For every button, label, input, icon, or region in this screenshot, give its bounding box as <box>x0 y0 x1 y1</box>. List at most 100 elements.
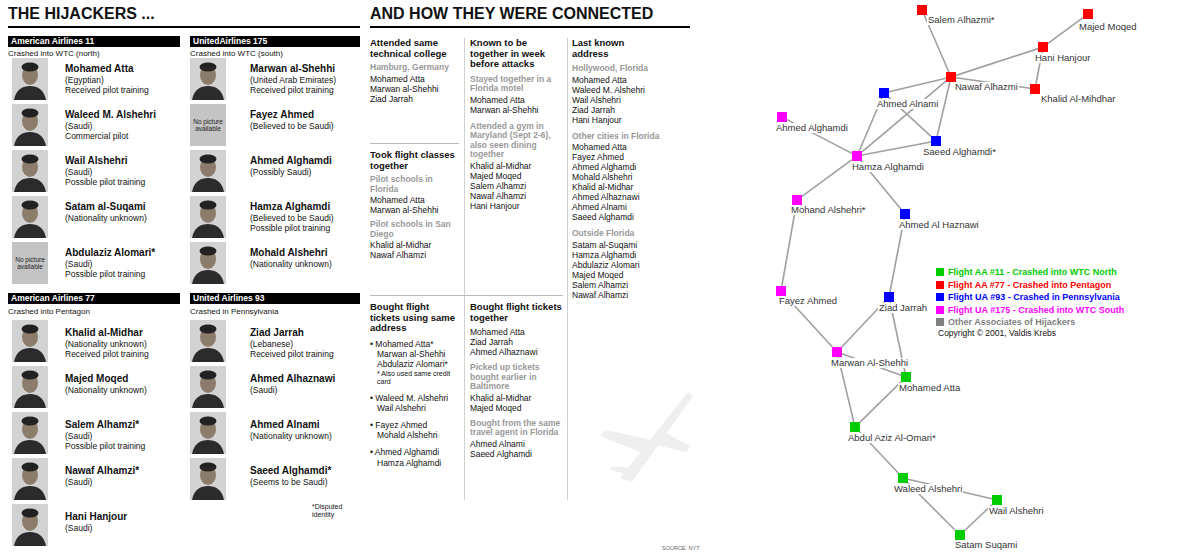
column-subheading: Other cities in Florida <box>572 132 660 142</box>
flight-name: American Airlines 77 <box>11 294 177 303</box>
association-link <box>860 382 901 422</box>
hijacker-detail: (Saudi) <box>65 431 177 441</box>
hijacker-name: Hani Hanjour <box>1034 53 1091 63</box>
hijacker-name: Abdul Aziz Al-Omari* <box>847 433 937 443</box>
hijacker-name: Ahmed Alnami <box>250 419 362 431</box>
hijacker-name: Saeed Alghamdi* <box>250 465 362 477</box>
hijacker-name: Salem Alhamzi* <box>65 419 177 431</box>
name-list-item: Mohald Alshehri <box>370 430 460 440</box>
hijacker-name: Hamza Alghamdi <box>250 201 362 213</box>
graphic-title: THE HIJACKERS ... <box>8 5 155 23</box>
hijacker-name: Majed Moqed <box>65 373 177 385</box>
text-column: Known to be together in week before atta… <box>470 38 562 211</box>
text-column: Copyright © 2001, Valdis Krebs <box>938 328 1178 338</box>
text-column: Bought flight tickets togetherMohamed At… <box>470 302 562 459</box>
text-column: Attended same technical collegeHamburg, … <box>370 38 460 104</box>
flight-band: UnitedAirlines 175 <box>190 36 360 47</box>
section-rule <box>370 143 459 144</box>
placeholder-text: No picture available <box>13 256 47 270</box>
hijacker-name: Ahmed Alhaznawi <box>250 373 362 385</box>
flight-outcome: Crashed into Pentagon <box>8 307 180 316</box>
column-subheading: Picked up tickets bought earlier in Balt… <box>470 363 562 392</box>
portrait-photo <box>12 104 48 146</box>
name-list-item: Mohamed Atta <box>370 195 460 205</box>
hijacker-detail: (Believed to be Saudi) <box>250 213 362 223</box>
hijacker-detail: (Saudi) <box>250 385 362 395</box>
name-list-item: Saeed Alghamdi <box>470 449 562 459</box>
name-list-item: • Mohamed Atta* <box>370 339 460 349</box>
text-column: Waleed M. Alshehri(Saudi)Commercial pilo… <box>65 109 177 141</box>
name-list-item: Khalid al-Midhar <box>470 161 562 171</box>
no-picture-box: No picture available <box>190 104 226 146</box>
hijacker-node: Ahmed Alghamdi <box>777 112 787 122</box>
hijacker-name: Salem Alhazmi* <box>927 15 996 25</box>
hijacker-detail: Received pilot training <box>65 349 177 359</box>
portrait-photo <box>12 196 48 238</box>
text-column: Fayez Ahmed(Believed to be Saudi) <box>250 109 362 131</box>
text-column: Wail Alshehri(Saudi)Possible pilot train… <box>65 155 177 187</box>
text-column: SOURCE: NYT <box>662 545 692 551</box>
flight-outcome: Crashed into WTC (north) <box>8 49 180 58</box>
source-note: SOURCE: NYT <box>662 545 692 551</box>
text-column: Saeed Alghamdi*(Seems to be Saudi) <box>250 465 362 487</box>
column-subheading: Stayed together in a Florida motel <box>470 75 562 94</box>
hijacker-detail: (Saudi) <box>65 523 177 533</box>
column-heading: Last known address <box>572 38 660 59</box>
hijacker-node: Ziad Jarrah <box>884 292 894 302</box>
hijacker-node: Waleed Alshehri <box>898 473 908 483</box>
hijacker-detail: (Believed to be Saudi) <box>250 121 362 131</box>
flight-name: American Airlines 11 <box>11 37 177 46</box>
association-link <box>782 205 796 286</box>
portrait-photo <box>12 458 48 500</box>
legend-row: Flight AA #11 - Crashed into WTC North <box>936 261 1124 274</box>
name-list-item: Salem Alhamzi <box>470 181 562 191</box>
hijacker-node: Nawaf Alhazmi <box>946 72 956 82</box>
portrait-photo <box>190 150 226 192</box>
hijacker-name: Marwan Al-Shehhi <box>830 358 909 368</box>
hijacker-name: Mohand Alshehri* <box>790 205 866 215</box>
name-list-item: Wail Alshehri <box>572 95 660 105</box>
hijacker-name: Satam al-Suqami <box>65 201 177 213</box>
text-column: Nawaf Alhamzi*(Saudi) <box>65 465 177 487</box>
name-list-item: Marwan al-Shehhi <box>370 205 460 215</box>
legend-swatch <box>936 306 944 314</box>
legend-swatch <box>936 293 944 301</box>
column-heading: Known to be together in week before atta… <box>470 38 562 70</box>
hijacker-detail: (Egyptian) <box>65 75 177 85</box>
name-list-item: Abdulaziz Alomari* <box>370 359 460 369</box>
flight-band: American Airlines 77 <box>8 293 180 304</box>
hijacker-node: Fayez Ahmed <box>776 286 786 296</box>
hijacker-name: Hani Hanjour <box>65 511 177 523</box>
name-list-item: Nawaf Alhamzi <box>470 191 562 201</box>
hijacker-name: Nawaf Alhamzi* <box>65 465 177 477</box>
footnote: *Disputed identity <box>312 503 362 520</box>
hijacker-detail: (Nationality unknown) <box>65 339 177 349</box>
column-subheading: Bought from the same travel agent in Flo… <box>470 419 562 438</box>
column-subheading: Pilot schools in Florida <box>370 175 460 194</box>
portrait-photo <box>12 58 48 100</box>
plane-watermark <box>600 392 693 482</box>
name-list-item: Nawaf Alhamzi <box>572 290 660 300</box>
graphic-heading: AND HOW THEY WERE CONNECTED <box>370 5 700 23</box>
text-column: Marwan al-Shehhi(United Arab Emirates)Re… <box>250 63 362 95</box>
text-column: Crashed into WTC (north) <box>8 49 180 58</box>
text-column: Ziad Jarrah(Lebanese)Received pilot trai… <box>250 327 362 359</box>
hijacker-name: Saeed Alghamdi* <box>922 147 997 157</box>
text-column: Crashed in Pennsylvania <box>190 307 360 316</box>
legend-text: Flight AA #11 - Crashed into WTC North <box>948 267 1117 277</box>
hijacker-detail: (Seems to be Saudi) <box>250 477 362 487</box>
name-list-item: Abdulaziz Alomari <box>572 260 660 270</box>
hijacker-name: Khalid al-Midhar <box>65 327 177 339</box>
placeholder-text: No picture available <box>191 118 225 132</box>
portrait-photo <box>12 150 48 192</box>
hijacker-node: Abdul Aziz Al-Omari* <box>850 422 860 432</box>
hijacker-name: Majed Moqed <box>1078 22 1138 32</box>
name-list-item: Ziad Jarrah <box>470 337 562 347</box>
hijacker-node: Marwan Al-Shehhi <box>832 347 842 357</box>
hijacker-node: Khalid Al-Mihdhar <box>1030 84 1040 94</box>
hijacker-node: Satam Suqami <box>955 530 965 540</box>
column-subheading: Hamburg, Germany <box>370 63 460 73</box>
text-column: Hani Hanjour(Saudi) <box>65 511 177 533</box>
column-subheading: Attended a gym in Maryland (Sept 2-6), a… <box>470 122 562 160</box>
